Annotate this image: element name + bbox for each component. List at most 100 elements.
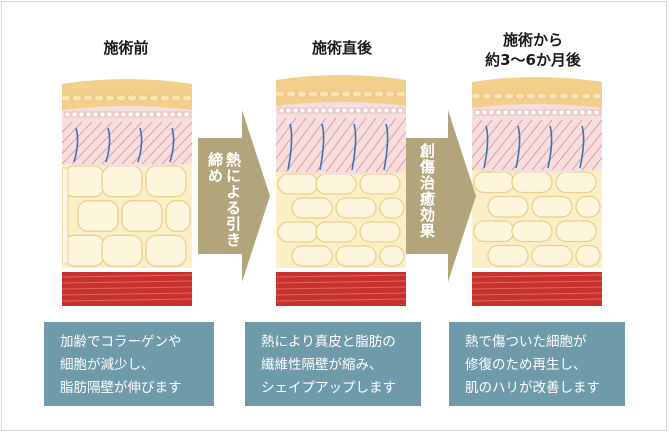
- blood-vessel: [169, 127, 175, 163]
- fat-cell: [487, 244, 529, 267]
- stage-3-caption-line-2: 修復のため再生し、: [465, 357, 587, 373]
- basal-cell: [572, 109, 579, 116]
- epidermal-cell: [481, 92, 493, 100]
- blood-vessel: [351, 123, 357, 171]
- collagen-fiber: [62, 121, 93, 155]
- arrow-wound-healing: [406, 110, 476, 282]
- basal-cell: [474, 109, 481, 116]
- stage-2-title: 施術直後: [278, 38, 406, 58]
- fat-cell: [145, 165, 187, 198]
- epidermal-cell: [296, 90, 308, 98]
- fat-cell: [165, 200, 191, 232]
- epidermal-cell: [580, 92, 592, 100]
- collagen-fiber: [71, 121, 113, 165]
- collagen-fiber: [395, 157, 406, 173]
- basal-cell: [404, 107, 406, 114]
- epidermal-cell: [384, 90, 396, 98]
- basal-cell: [509, 109, 516, 116]
- basal-cell: [341, 107, 348, 114]
- collagen-fiber: [171, 142, 192, 165]
- basal-cell: [127, 111, 134, 118]
- arrow-1-label-line-2: 引き締め: [206, 152, 242, 248]
- muscle-fiber: [472, 286, 602, 290]
- epidermal-cell: [148, 94, 160, 102]
- basal-cell: [320, 107, 327, 114]
- collagen-fiber: [385, 144, 406, 173]
- stage-1-title: 施術前: [62, 38, 190, 58]
- basal-cell: [85, 111, 92, 118]
- arrow-shape-2: [406, 110, 476, 282]
- skin-section-3-6-months-after: [472, 77, 602, 306]
- arrow-heat-tightening: [198, 110, 270, 282]
- muscle-fiber: [276, 280, 406, 284]
- collagen-fiber: [285, 117, 327, 173]
- blood-vessel: [579, 125, 585, 169]
- fat-cell: [531, 195, 573, 218]
- stage-3-caption: 熱で傷ついた細胞が 修復のため再生し、 肌のハリが改善します: [449, 322, 625, 406]
- fat-cell: [575, 244, 601, 267]
- collagen-fiber: [481, 119, 523, 171]
- basal-cell: [488, 109, 495, 116]
- epidermal-cell: [591, 92, 602, 100]
- blood-vessel: [287, 123, 293, 171]
- fat-cell: [473, 171, 515, 194]
- basal-cell: [348, 107, 355, 114]
- stage-1-caption-line-2: 細胞が減少し、: [60, 357, 155, 373]
- basal-cell: [155, 111, 162, 118]
- basal-cell: [278, 107, 285, 114]
- epidermal-cell: [285, 90, 297, 98]
- fat-cell: [555, 220, 597, 243]
- basal-cell: [397, 107, 404, 114]
- muscle-fiber: [62, 280, 192, 284]
- stage-3-title-line-1: 施術から: [502, 31, 563, 49]
- epidermal-cell: [395, 90, 406, 98]
- stage-2-caption: 熱により真皮と脂肪の 繊維性隔壁が縮み、 シェイプアップします: [245, 322, 421, 406]
- epidermis-layer: [62, 79, 192, 110]
- collagen-fiber: [295, 117, 337, 173]
- fat-cell: [315, 173, 357, 195]
- stage-2-caption-line-1: 熱により真皮と脂肪の: [261, 334, 396, 350]
- collagen-fiber: [276, 117, 317, 173]
- collagen-fiber: [276, 117, 297, 146]
- fat-cell: [379, 197, 405, 219]
- fat-cell: [77, 200, 119, 232]
- epidermis-layer: [276, 75, 406, 106]
- epidermal-cell: [93, 94, 105, 102]
- collagen-fiber: [62, 121, 73, 134]
- collagen-fiber: [472, 119, 503, 159]
- basal-cell: [169, 111, 176, 118]
- basal-cell: [523, 109, 530, 116]
- fat-cell: [63, 234, 105, 267]
- muscle-fiber: [472, 298, 602, 302]
- basal-cell: [148, 111, 155, 118]
- collagen-fiber: [101, 121, 143, 165]
- stage-2-caption-line-2: 繊維性隔壁が縮み、: [261, 357, 383, 373]
- skin-section-before: [62, 79, 192, 306]
- basal-cell: [481, 109, 488, 116]
- collagen-fiber: [472, 119, 493, 146]
- stage-2-caption-line-3: シェイプアップします: [261, 380, 396, 396]
- blood-vessel: [137, 127, 143, 163]
- fat-cell: [277, 173, 319, 195]
- epidermal-cell: [472, 92, 482, 100]
- epidermis-layer: [472, 77, 602, 108]
- basal-cell: [299, 107, 306, 114]
- basal-cell: [586, 109, 593, 116]
- fat-cell: [101, 165, 143, 198]
- collagen-fiber: [305, 117, 347, 173]
- arrow-2-label: 創傷治癒効果: [418, 143, 436, 273]
- fat-cell: [379, 245, 405, 267]
- stage-2-title-line-1: 施術直後: [311, 39, 372, 57]
- epidermal-cell: [71, 94, 83, 102]
- collagen-fiber: [161, 131, 192, 165]
- epidermal-cell: [276, 90, 286, 98]
- basal-cell: [327, 107, 334, 114]
- basal-cell: [551, 109, 558, 116]
- basal-cell: [306, 107, 313, 114]
- basal-cell: [600, 109, 602, 116]
- basal-cell: [92, 111, 99, 118]
- arrow-shape-1: [198, 110, 270, 282]
- stage-3-caption-line-1: 熱で傷ついた細胞が: [465, 334, 587, 350]
- epidermal-cell: [514, 92, 526, 100]
- fat-cell: [121, 200, 163, 232]
